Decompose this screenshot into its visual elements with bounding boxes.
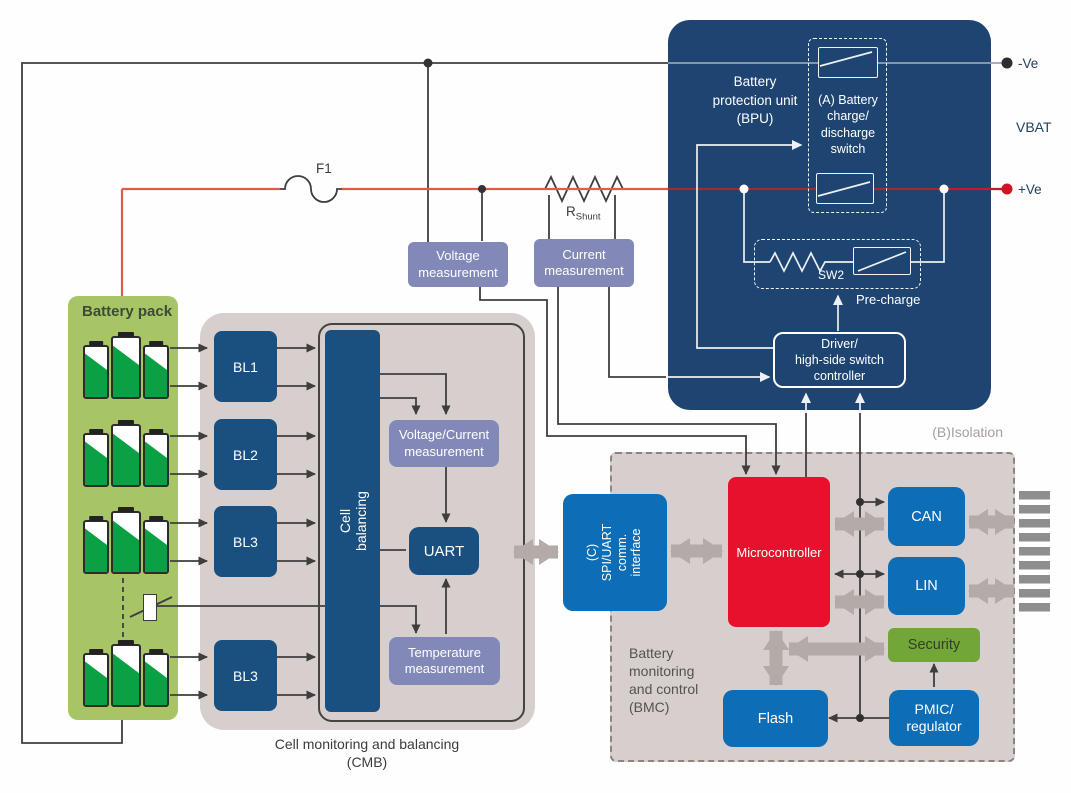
vmeas-to-mcu-wire (479, 287, 751, 475)
cmeas-to-mcu-wire (557, 287, 781, 475)
positive-terminal-dot (1001, 183, 1013, 195)
battery-cell-icon (111, 640, 141, 707)
voltage-measurement-block: Voltage measurement (408, 242, 508, 287)
shunt-resistor-symbol (544, 174, 624, 204)
battery-group (83, 420, 171, 490)
driver-block: Driver/ high-side switch controller (773, 332, 906, 388)
battery-group (83, 640, 171, 710)
shunt-label-sub: Shunt (575, 211, 601, 223)
shunt-label-main: R (566, 204, 576, 219)
sw2-switch-icon (853, 247, 911, 275)
bl-block: BL3 (214, 640, 277, 711)
precharge-branch-wire (911, 191, 945, 263)
battery-cell-icon (111, 507, 141, 574)
sw2-label: SW2 (818, 268, 845, 282)
battery-cell-icon (111, 332, 141, 399)
fuse-symbol (280, 175, 342, 203)
isolation-label: (B)Isolation (932, 424, 1003, 440)
wiring-harness-connector-icon (1019, 491, 1050, 613)
battery-cell-icon (83, 516, 109, 574)
shunt-label: RShunt (566, 204, 601, 223)
security-block: Security (888, 628, 980, 662)
thermistor-icon (143, 594, 157, 621)
positive-terminal-label: +Ve (1018, 182, 1042, 197)
spi-uart-interface-label: (C) SPI/UART comm. interface (585, 523, 644, 582)
vbat-label: VBAT (1016, 119, 1052, 135)
balancing-to-vc-wire-2 (380, 397, 421, 415)
battery-group (83, 332, 171, 402)
uart-block: UART (409, 527, 479, 575)
cmeas-to-driver-wire (608, 287, 666, 378)
cmb-caption: Cell monitoring and balancing (CMB) (274, 736, 460, 770)
current-measurement-block: Current measurement (534, 239, 634, 287)
cell-balancing-label: Cell balancing (336, 491, 369, 551)
battery-cell-icon (111, 420, 141, 487)
battery-group (83, 507, 171, 577)
fuse-label: F1 (316, 161, 332, 176)
negative-rail-wire (21, 62, 668, 744)
cmb-asic-outline (318, 323, 525, 722)
negative-terminal-label: -Ve (1018, 56, 1039, 71)
precharge-outline (754, 239, 921, 289)
cell-balancing-block: Cell balancing (325, 330, 380, 712)
switch-bottom-icon (816, 173, 874, 204)
bmc-caption: Battery monitoring and control (BMC) (629, 645, 699, 715)
precharge-resistor-symbol (769, 251, 853, 273)
negative-terminal-dot (1001, 57, 1013, 69)
bpu-title: Battery protection unit (BPU) (712, 74, 798, 127)
can-block: CAN (888, 487, 965, 546)
bl-block: BL1 (214, 331, 277, 402)
battery-cell-icon (83, 429, 109, 487)
battery-cell-icon (143, 516, 169, 574)
bl-block: BL2 (214, 419, 277, 490)
balancing-to-vc-wire (380, 373, 451, 415)
pmic-regulator-block: PMIC/ regulator (889, 690, 979, 746)
microcontroller-block: Microcontroller (728, 477, 830, 627)
bl-block: BL3 (214, 506, 277, 577)
charge-discharge-switch-label: (A) Battery charge/ discharge switch (818, 93, 878, 156)
battery-cell-icon (143, 649, 169, 707)
temperature-feed-wire (157, 605, 421, 634)
precharge-label: Pre-charge (856, 292, 921, 307)
battery-cell-icon (83, 341, 109, 399)
driver-to-switch-wire (696, 140, 803, 349)
bpu-panel (668, 20, 991, 410)
junction-dots (423, 57, 1013, 722)
voltage-current-measurement-block: Voltage/Current measurement (389, 420, 499, 467)
temperature-measurement-block: Temperature measurement (389, 637, 500, 685)
switch-top-icon (818, 47, 878, 78)
spi-uart-interface-block: (C) SPI/UART comm. interface (563, 494, 667, 611)
switch-blade-top (819, 51, 873, 67)
switch-blade-bottom (817, 181, 871, 197)
charge-discharge-switch-outline (808, 38, 887, 213)
lin-block: LIN (888, 557, 965, 615)
battery-cell-icon (143, 429, 169, 487)
battery-pack-label: Battery pack (82, 303, 173, 320)
precharge-branch-wire (743, 189, 770, 263)
flash-block: Flash (723, 690, 828, 747)
battery-cell-icon (143, 341, 169, 399)
battery-cell-icon (83, 649, 109, 707)
sw2-blade (857, 251, 907, 272)
